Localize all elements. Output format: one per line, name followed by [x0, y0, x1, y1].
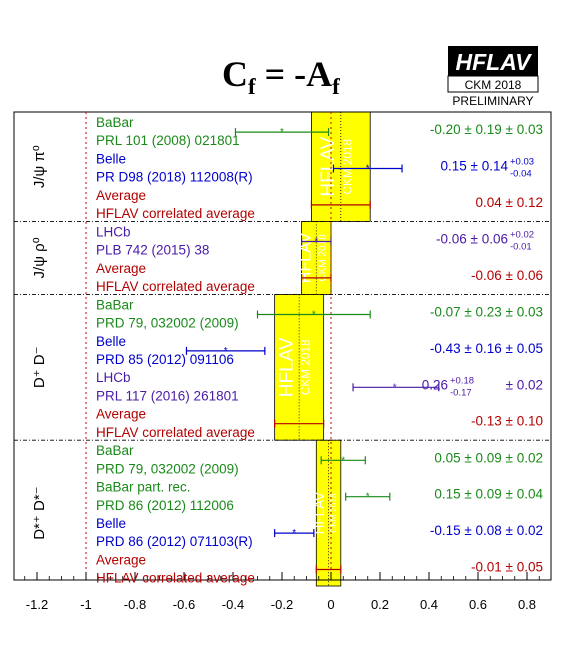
entry-experiment: BaBar part. rec. — [96, 480, 191, 495]
entry-value: 0.15 ± 0.09 ± 0.04 — [434, 487, 543, 502]
x-tick-label: -0.8 — [124, 597, 146, 612]
x-tick-label: 0.6 — [469, 597, 487, 612]
logo-box — [448, 46, 538, 76]
band-sub-label: CKM 2018 — [341, 138, 354, 194]
entry-value-sup: +0.02 — [510, 230, 534, 241]
data-point: * — [366, 492, 370, 503]
entry-reference: PLB 742 (2015) 38 — [96, 243, 209, 258]
entry-value-sub: -0.17 — [450, 387, 472, 398]
entry-value: -0.06 ± 0.06 — [471, 268, 543, 283]
logo-sub-text: CKM 2018 — [465, 78, 522, 92]
entry-experiment: Average — [96, 407, 146, 422]
entry-value: -0.20 ± 0.19 ± 0.03 — [430, 122, 543, 137]
band-label: HFLAV — [277, 337, 298, 397]
band-sub-label: CKM 2018 — [300, 339, 313, 395]
entry-experiment: BaBar — [96, 115, 134, 130]
x-tick-label: 0.8 — [518, 597, 536, 612]
entry-reference: HFLAV correlated average — [96, 571, 255, 586]
entry-experiment: Belle — [96, 334, 126, 349]
entry-reference: HFLAV correlated average — [96, 425, 255, 440]
entry-reference: HFLAV correlated average — [96, 206, 255, 221]
entry-experiment: LHCb — [96, 224, 131, 239]
data-point: * — [314, 237, 318, 248]
data-point: * — [341, 455, 345, 466]
band-sub-label: CKM 2018 — [328, 493, 338, 533]
band-label: HFLAV — [318, 136, 339, 196]
entry-experiment: Average — [96, 188, 146, 203]
entry-reference: PRD 79, 032002 (2009) — [96, 461, 239, 476]
entry-value: 0.15 ± 0.14 — [441, 159, 509, 174]
chart-title: Cf = -Af — [222, 54, 340, 99]
entry-reference: PRD 86 (2012) 071103(R) — [96, 534, 253, 549]
entry-value-sup: +0.18 — [450, 375, 474, 386]
chart-title-sub: f — [248, 74, 256, 99]
band-label: HFLAV — [297, 232, 315, 283]
x-tick-label: -1.2 — [26, 597, 48, 612]
x-tick-label: -0.6 — [173, 597, 195, 612]
group-label: J/ψ ρ⁰ — [31, 237, 48, 278]
entry-experiment: LHCb — [96, 370, 131, 385]
entry-value: -0.43 ± 0.16 ± 0.05 — [430, 341, 543, 356]
entry-experiment: Average — [96, 261, 146, 276]
entry-value: 0.04 ± 0.12 — [476, 195, 543, 210]
data-point: * — [292, 528, 296, 539]
x-tick-label: -1 — [80, 597, 92, 612]
group-label: D*⁺ D*⁻ — [31, 486, 48, 539]
entry-value: -0.07 ± 0.23 ± 0.03 — [430, 305, 543, 320]
entry-value-head: 0.26 — [422, 377, 448, 392]
entry-value: ± 0.02 — [506, 377, 543, 392]
entry-value-sup: +0.03 — [510, 157, 534, 168]
data-point: * — [393, 382, 397, 393]
x-tick-label: 0.2 — [371, 597, 389, 612]
entry-reference: PRD 86 (2012) 112006 — [96, 498, 234, 513]
entry-reference: PRL 101 (2008) 021801 — [96, 133, 240, 148]
x-tick-label: -0.4 — [222, 597, 244, 612]
x-tick-label: 0 — [327, 597, 334, 612]
x-tick-label: 0.4 — [420, 597, 438, 612]
entry-experiment: Average — [96, 552, 146, 567]
chart-title-sub2: f — [332, 74, 340, 99]
data-point: * — [224, 346, 228, 357]
entry-reference: PRD 79, 032002 (2009) — [96, 316, 239, 331]
group-label: J/ψ π⁰ — [31, 145, 48, 188]
data-point: * — [312, 310, 316, 321]
entry-value: -0.15 ± 0.08 ± 0.02 — [430, 523, 543, 538]
data-point: * — [280, 127, 284, 138]
data-point: * — [366, 164, 370, 175]
preliminary-label: PRELIMINARY — [452, 94, 533, 108]
entry-reference: PRL 117 (2016) 261801 — [96, 388, 239, 403]
logo-text: HFLAV — [456, 49, 533, 75]
entry-value-sub: -0.01 — [510, 242, 532, 253]
band-label: HFLAV — [312, 492, 327, 534]
entry-value: -0.06 ± 0.06 — [436, 232, 508, 247]
entry-experiment: Belle — [96, 516, 126, 531]
chart-title-mid: = -A — [256, 54, 333, 94]
entry-experiment: BaBar — [96, 443, 134, 458]
band-sub-label: CKM 2018 — [317, 234, 328, 282]
entry-value-sub: -0.04 — [510, 169, 532, 180]
entry-reference: PR D98 (2018) 112008(R) — [96, 170, 253, 185]
entry-experiment: Belle — [96, 151, 126, 166]
group-label: D⁺ D⁻ — [31, 346, 48, 388]
entry-value: 0.05 ± 0.09 ± 0.02 — [434, 450, 543, 465]
x-tick-label: -0.2 — [271, 597, 293, 612]
entry-reference: PRD 85 (2012) 091106 — [96, 352, 234, 367]
entry-value: -0.13 ± 0.10 — [471, 414, 543, 429]
entry-value: -0.01 ± 0.05 — [471, 560, 543, 575]
entry-reference: HFLAV correlated average — [96, 279, 255, 294]
logo-sub-box — [447, 75, 539, 93]
entry-experiment: BaBar — [96, 297, 134, 312]
